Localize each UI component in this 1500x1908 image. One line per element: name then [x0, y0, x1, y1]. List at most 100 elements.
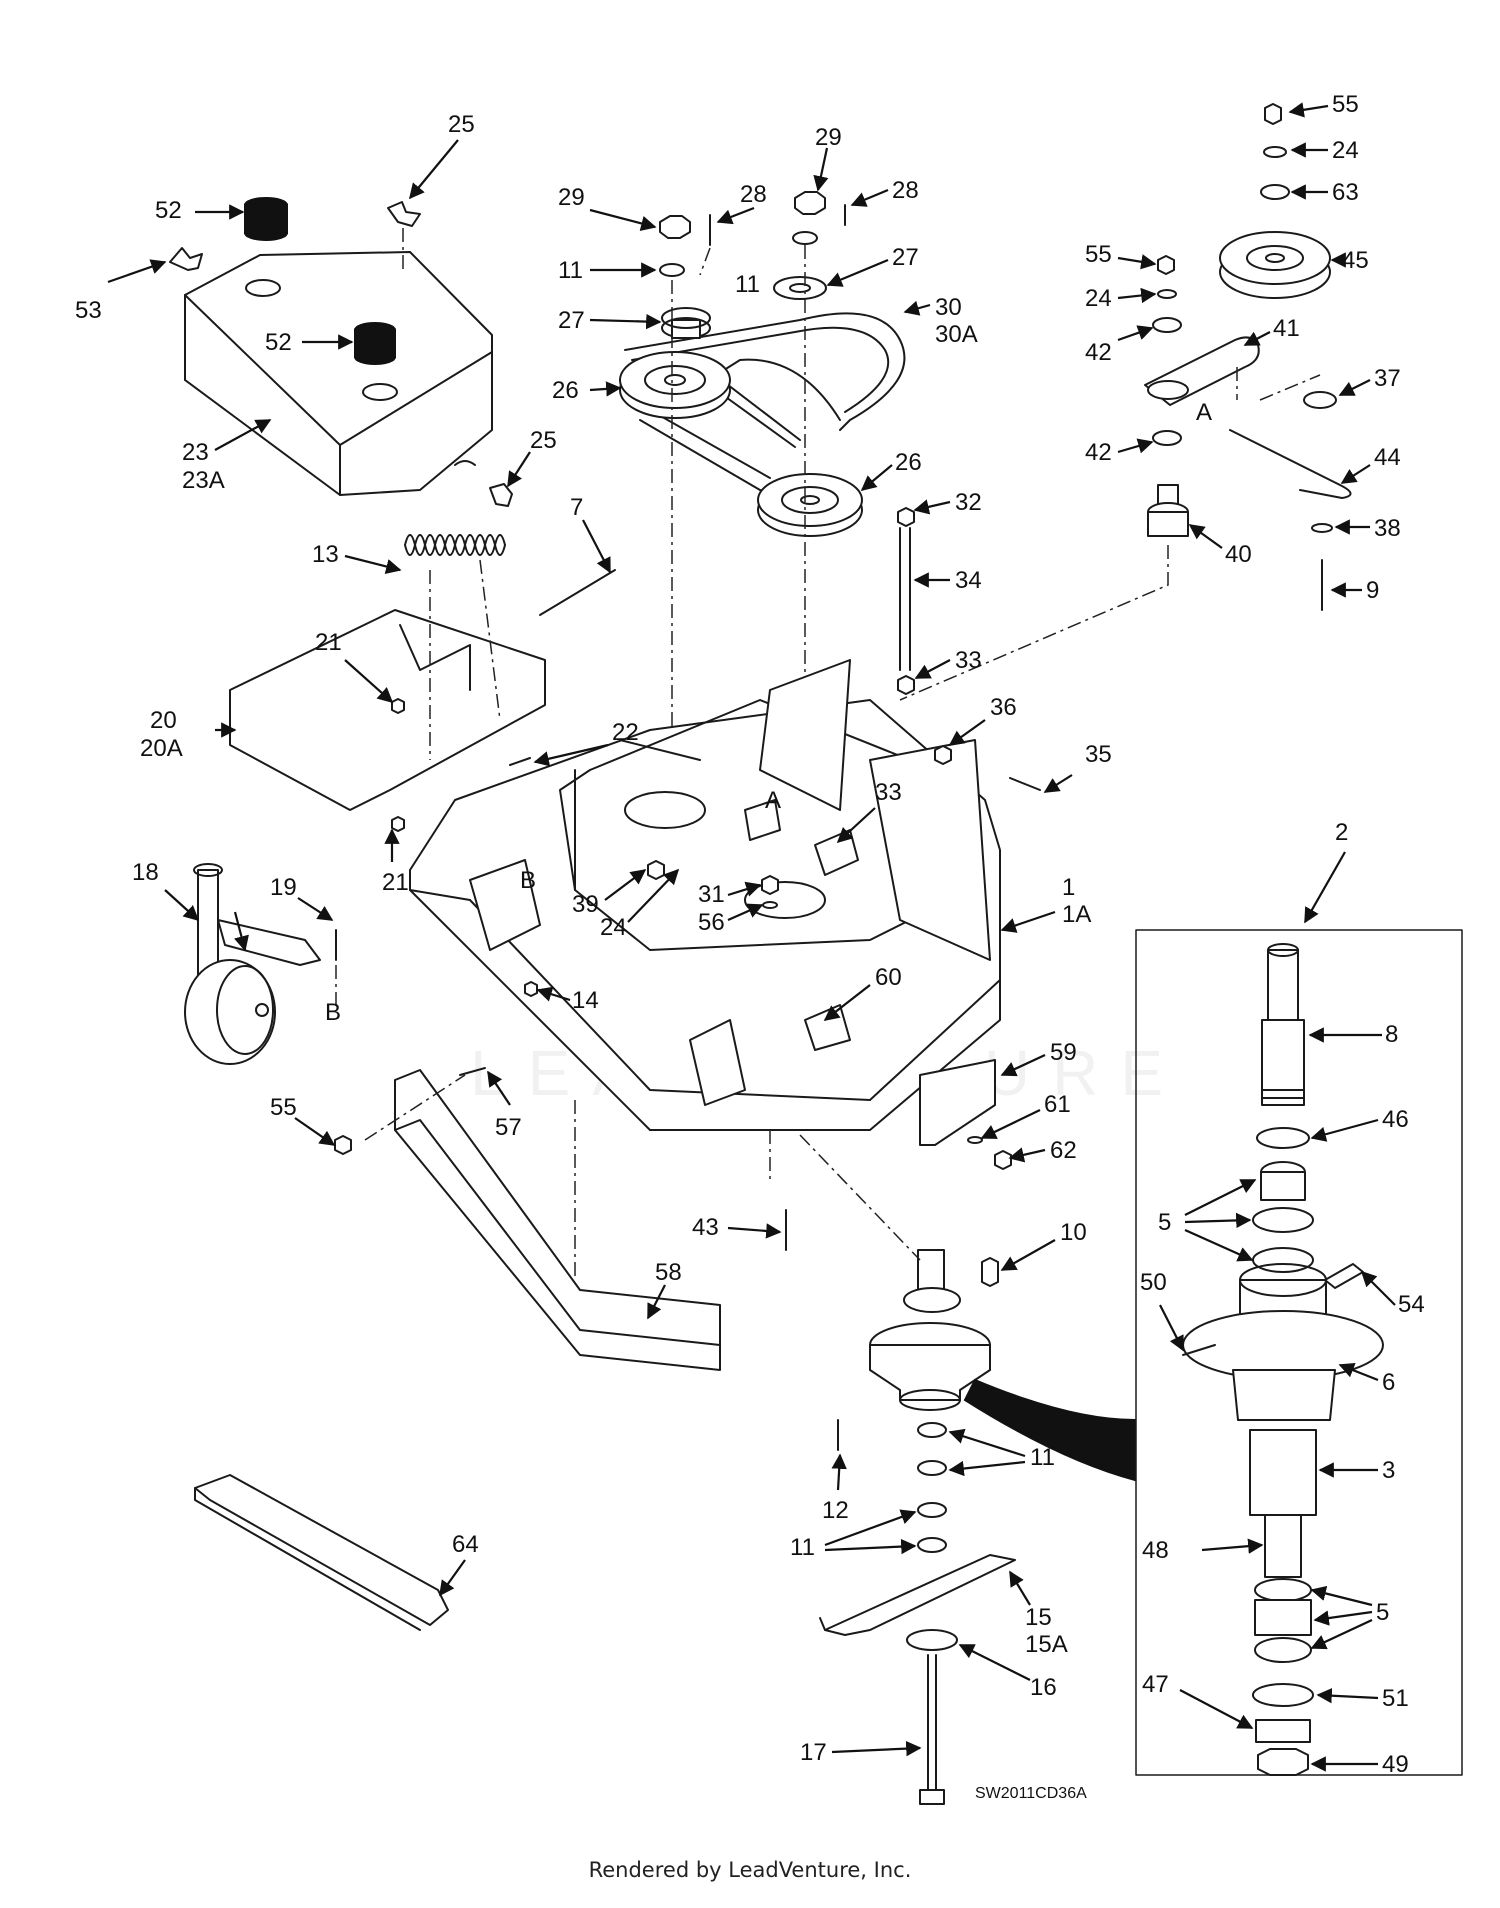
- nut-36: [934, 745, 952, 765]
- hex-nut-29-right: [794, 191, 826, 215]
- callout-8: 8: [1385, 1021, 1398, 1048]
- callout-25: 25: [530, 427, 557, 454]
- callout-55: 55: [1085, 241, 1112, 268]
- leader-lines: [107, 102, 1396, 1772]
- callout-21: 21: [382, 869, 409, 896]
- callout-34: 34: [955, 567, 982, 594]
- callout-29: 29: [815, 124, 842, 151]
- washer-24-mid: [1157, 289, 1177, 299]
- key-10: [981, 1257, 999, 1287]
- detail-link: [963, 1378, 1136, 1482]
- callout-1A: 1A: [1062, 901, 1091, 928]
- callout-11: 11: [790, 1534, 815, 1561]
- callout-46: 46: [1382, 1106, 1409, 1133]
- callout-42: 42: [1085, 339, 1112, 366]
- callout-3: 3: [1382, 1457, 1395, 1484]
- callout-20: 20: [150, 707, 177, 734]
- washer-11-right: [792, 231, 818, 245]
- callout-51: 51: [1382, 1685, 1409, 1712]
- callout-61: 61: [1044, 1091, 1071, 1118]
- callout-labels: 55 24 63 45 55 24 42 41 37 A 42 44 38 40…: [75, 91, 1425, 1778]
- bolt-35: [1009, 777, 1041, 791]
- callout-1: 1: [1062, 874, 1075, 901]
- spindle-detail-box: [1135, 929, 1463, 1776]
- detail-bolt-50: [1182, 1344, 1216, 1356]
- detail-bearing-5-top: [1252, 1161, 1314, 1273]
- callout-47: 47: [1142, 1671, 1169, 1698]
- hub-27-left: [661, 307, 711, 339]
- callout-62: 62: [1050, 1137, 1077, 1164]
- callout-28: 28: [892, 177, 919, 204]
- callout-37: 37: [1374, 365, 1401, 392]
- callout-11: 11: [735, 271, 760, 298]
- callout-5: 5: [1158, 1209, 1171, 1236]
- mower-deck-1: [409, 659, 1001, 1131]
- callout-7: 7: [570, 494, 583, 521]
- callout-22: 22: [612, 719, 639, 746]
- nut-21-a: [391, 698, 405, 714]
- callout-15A: 15A: [1025, 1631, 1068, 1658]
- callout-14: 14: [572, 987, 599, 1014]
- nut-55-mid: [1157, 255, 1175, 275]
- detail-bearing-5-bottom: [1254, 1578, 1312, 1663]
- nut-14: [524, 981, 538, 997]
- callout-31: 31: [698, 881, 725, 908]
- callout-A: A: [1196, 399, 1212, 426]
- callout-54: 54: [1398, 1291, 1425, 1318]
- bracket-A: [744, 799, 781, 841]
- hub-27-right: [773, 276, 827, 300]
- callout-18: 18: [132, 859, 159, 886]
- detail-spacer-48: [1264, 1514, 1302, 1578]
- callout-33: 33: [955, 647, 982, 674]
- callout-13: 13: [312, 541, 339, 568]
- detail-grease-fitting-54: [1324, 1263, 1364, 1289]
- detail-shaft-8: [1261, 943, 1305, 1106]
- callout-63: 63: [1332, 179, 1359, 206]
- callout-44: 44: [1374, 444, 1401, 471]
- detail-nut-49: [1257, 1748, 1309, 1776]
- callout-9: 9: [1366, 577, 1379, 604]
- detail-spacer-3: [1249, 1429, 1317, 1516]
- hex-nut-29-left: [659, 215, 691, 239]
- washer-24-top: [1263, 146, 1287, 158]
- callout-53: 53: [75, 297, 102, 324]
- nut-21-b: [391, 816, 405, 832]
- bearing-42-top: [1152, 317, 1182, 333]
- callout-49: 49: [1382, 1751, 1409, 1778]
- callout-19: 19: [270, 874, 297, 901]
- nut-31: [761, 875, 779, 895]
- callout-38: 38: [1374, 515, 1401, 542]
- detail-housing-6: [1182, 1263, 1384, 1421]
- bolt-7: [539, 569, 616, 616]
- callout-28: 28: [740, 181, 767, 208]
- rod-34: [899, 527, 911, 671]
- bolt-22: [509, 757, 531, 766]
- pulley-26-left: [619, 351, 731, 419]
- bolt-57: [459, 1067, 486, 1076]
- nut-33-top: [897, 675, 915, 695]
- callout-B: B: [325, 999, 341, 1026]
- bracket-59: [919, 1059, 996, 1146]
- callout-39: 39: [572, 891, 599, 918]
- callout-52: 52: [265, 329, 292, 356]
- callout-26: 26: [552, 377, 579, 404]
- nut-32: [897, 507, 915, 527]
- bearing-63: [1260, 184, 1290, 200]
- spring-13: [404, 534, 506, 556]
- callout-57: 57: [495, 1114, 522, 1141]
- callout-55: 55: [270, 1094, 297, 1121]
- knob-52-mid: [354, 322, 396, 365]
- wing-knob-25-bottom: [489, 483, 513, 507]
- spacer-40: [1147, 484, 1189, 537]
- callout-10: 10: [1060, 1219, 1087, 1246]
- deck-cover-part: [184, 251, 493, 496]
- bracket-20: [229, 609, 546, 811]
- callout-A: A: [765, 787, 781, 814]
- callout-33: 33: [875, 779, 902, 806]
- washer-61: [967, 1136, 983, 1144]
- callout-56: 56: [698, 909, 725, 936]
- callout-50: 50: [1140, 1269, 1167, 1296]
- footer-credit: Rendered by LeadVenture, Inc.: [588, 1858, 912, 1882]
- nut-62: [994, 1150, 1012, 1170]
- bearing-42-bottom: [1152, 430, 1182, 446]
